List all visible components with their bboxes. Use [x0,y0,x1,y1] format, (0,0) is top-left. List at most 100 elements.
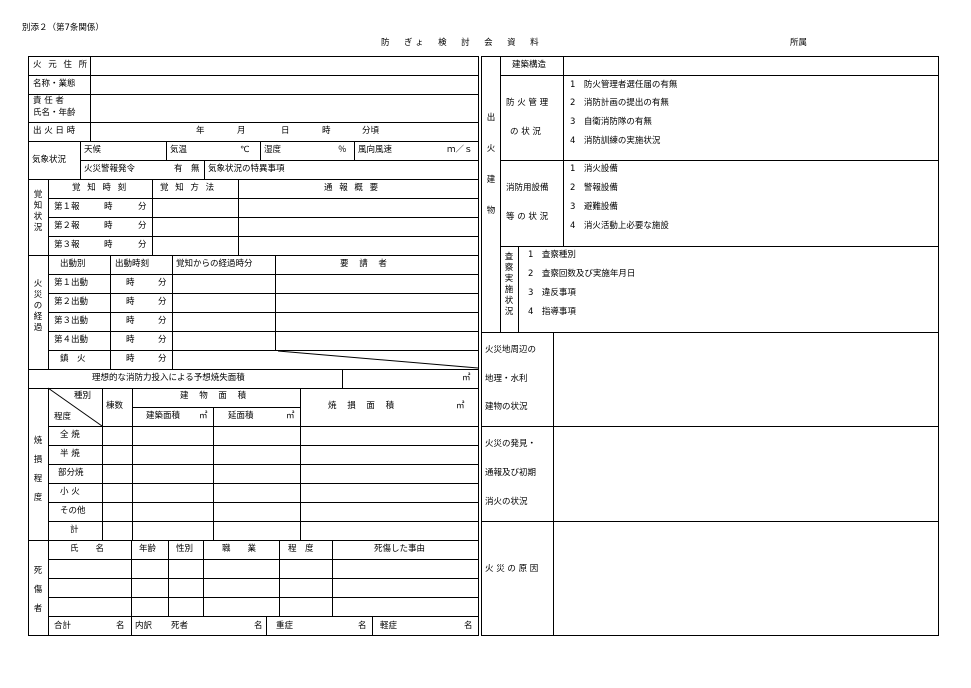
total-unit: 名 [116,621,125,631]
det-hour-3: 時 [104,240,113,250]
cas-name-header: 氏 名 [70,544,105,554]
dp-hour-4: 時 [126,335,135,345]
burned-area-header: 焼 損 面 積 [328,401,399,411]
humidity-unit: ％ [338,145,347,155]
dead-label: 死者 [171,621,189,631]
dispatch-row-2: 第２出動 [54,297,89,307]
construction-area-header: 建築面積 [146,411,181,421]
name-occupation-label: 名称・業態 [33,79,76,89]
equipment-item-2: 2 警報設備 [570,183,618,193]
cas-job-header: 職 業 [222,544,257,554]
dp-hour-3: 時 [126,316,135,326]
det-row-3: 第３報 [54,240,80,250]
wind-unit: ｍ／ｓ [447,145,473,155]
equipment-item-1: 1 消火設備 [570,164,618,174]
outbreak-datetime-label: 出 火 日 時 [33,126,76,136]
cas-sex-header: 性別 [176,544,194,554]
dispatch-header: 出動別 [60,259,86,269]
dp-min-4: 分 [158,335,167,345]
discovery-line-1: 火災の発見・ [485,439,537,449]
dt-month: 月 [237,126,246,136]
required-header: 要 請 者 [340,259,391,269]
equipment-label-line2: 等 の 状 況 [506,212,549,222]
building-structure-label: 建築構造 [512,60,547,70]
damage-row-4: 小 火 [60,487,80,497]
dispatch-row-4: 第４出動 [54,335,89,345]
det-row-1: 第１報 [54,202,80,212]
serious-unit: 名 [358,621,367,631]
dp-min-3: 分 [158,316,167,326]
equipment-item-4: 4 消火活動上必要な施設 [570,221,669,231]
temperature-unit: ℃ [240,145,250,155]
cause-label: 火 災 の 原 因 [485,564,539,574]
progress-title: 火災の経過 [33,279,43,333]
equipment-label-line1: 消防用設備 [506,183,549,193]
humidity-label: 湿度 [264,145,282,155]
responsible-label-line1: 責 任 者 [33,96,64,106]
document-title: 防 ぎょ 検 討 会 資 料 [381,38,542,48]
weather-special-label: 気象状況の特異事項 [208,164,285,174]
degree-label: 程度 [54,412,72,422]
damage-row-total: 計 [70,525,79,535]
floor-area-unit: ㎡ [286,411,295,421]
dp-hour-2: 時 [126,297,135,307]
fire-mgmt-item-1: 1 防火管理者選任届の有無 [570,80,678,90]
det-summary-header: 通 報 概 要 [324,183,381,193]
dispatch-time-header: 出動時刻 [115,259,150,269]
left-form-border [28,56,479,636]
dt-hour: 時 [322,126,331,136]
cas-degree-header: 程 度 [288,544,314,554]
discovery-line-3: 消火の状況 [485,497,528,507]
det-row-2: 第２報 [54,221,80,231]
cas-age-header: 年齢 [139,544,157,554]
det-hour-1: 時 [104,202,113,212]
fire-mgmt-item-4: 4 消防訓練の実施状況 [570,136,661,146]
det-method-header: 覚 知 方 法 [160,183,217,193]
weather-title: 気象状況 [32,155,67,165]
right-form-border [481,56,939,636]
surroundings-line-2: 地理・水利 [485,374,528,384]
inspection-item-1: 1 査察種別 [528,250,576,260]
inspection-title: 査察実施状況 [504,252,514,317]
dp-hour-5: 時 [126,354,135,364]
fire-mgmt-item-2: 2 消防計画の提出の有無 [570,98,669,108]
type-label: 種別 [74,391,92,401]
total-label: 合計 [54,621,72,631]
discovery-line-2: 通報及び初期 [485,468,537,478]
cas-reason-header: 死傷した事由 [374,544,426,554]
dt-day: 日 [281,126,290,136]
damage-row-2: 半 焼 [60,449,80,459]
surroundings-line-3: 建物の状況 [485,402,528,412]
damage-title: 焼損程度 [33,436,43,503]
dp-min-5: 分 [158,354,167,364]
floor-area-header: 延面積 [228,411,254,421]
dp-min-2: 分 [158,297,167,307]
equipment-item-3: 3 避難設備 [570,202,618,212]
dead-unit: 名 [254,621,263,631]
detection-title: 覚知状況 [33,190,43,233]
casualty-title: 死傷者 [33,566,43,614]
elapsed-header: 覚知からの経過時分 [176,259,253,269]
dispatch-row-5: 鎮 火 [60,354,86,364]
building-area-header: 建 物 面 積 [180,391,251,401]
fire-warning-yes-no: 有 無 [174,164,200,174]
dt-minute: 分頃 [362,126,380,136]
minor-unit: 名 [464,621,473,631]
inspection-item-4: 4 指導事項 [528,307,576,317]
det-time-header: 覚 知 時 刻 [72,183,129,193]
responsible-label-line2: 氏名・年齢 [33,108,76,118]
dp-hour-1: 時 [126,278,135,288]
dispatch-row-3: 第３出動 [54,316,89,326]
construction-area-unit: ㎡ [199,411,208,421]
affiliation-label: 所属 [790,38,808,48]
minor-label: 軽症 [380,621,398,631]
dispatch-row-1: 第１出動 [54,278,89,288]
serious-label: 重症 [276,621,294,631]
inspection-item-2: 2 査察回数及び実施年月日 [528,269,636,279]
inspection-item-3: 3 違反事項 [528,288,576,298]
ideal-area-label: 理想的な消防力投入による予想焼失面積 [92,373,245,383]
fire-mgmt-item-3: 3 自衛消防隊の有無 [570,117,652,127]
ideal-area-unit: ㎡ [462,373,471,383]
count-header: 棟数 [106,401,124,411]
fire-warning-label: 火災警報発令 [84,164,136,174]
